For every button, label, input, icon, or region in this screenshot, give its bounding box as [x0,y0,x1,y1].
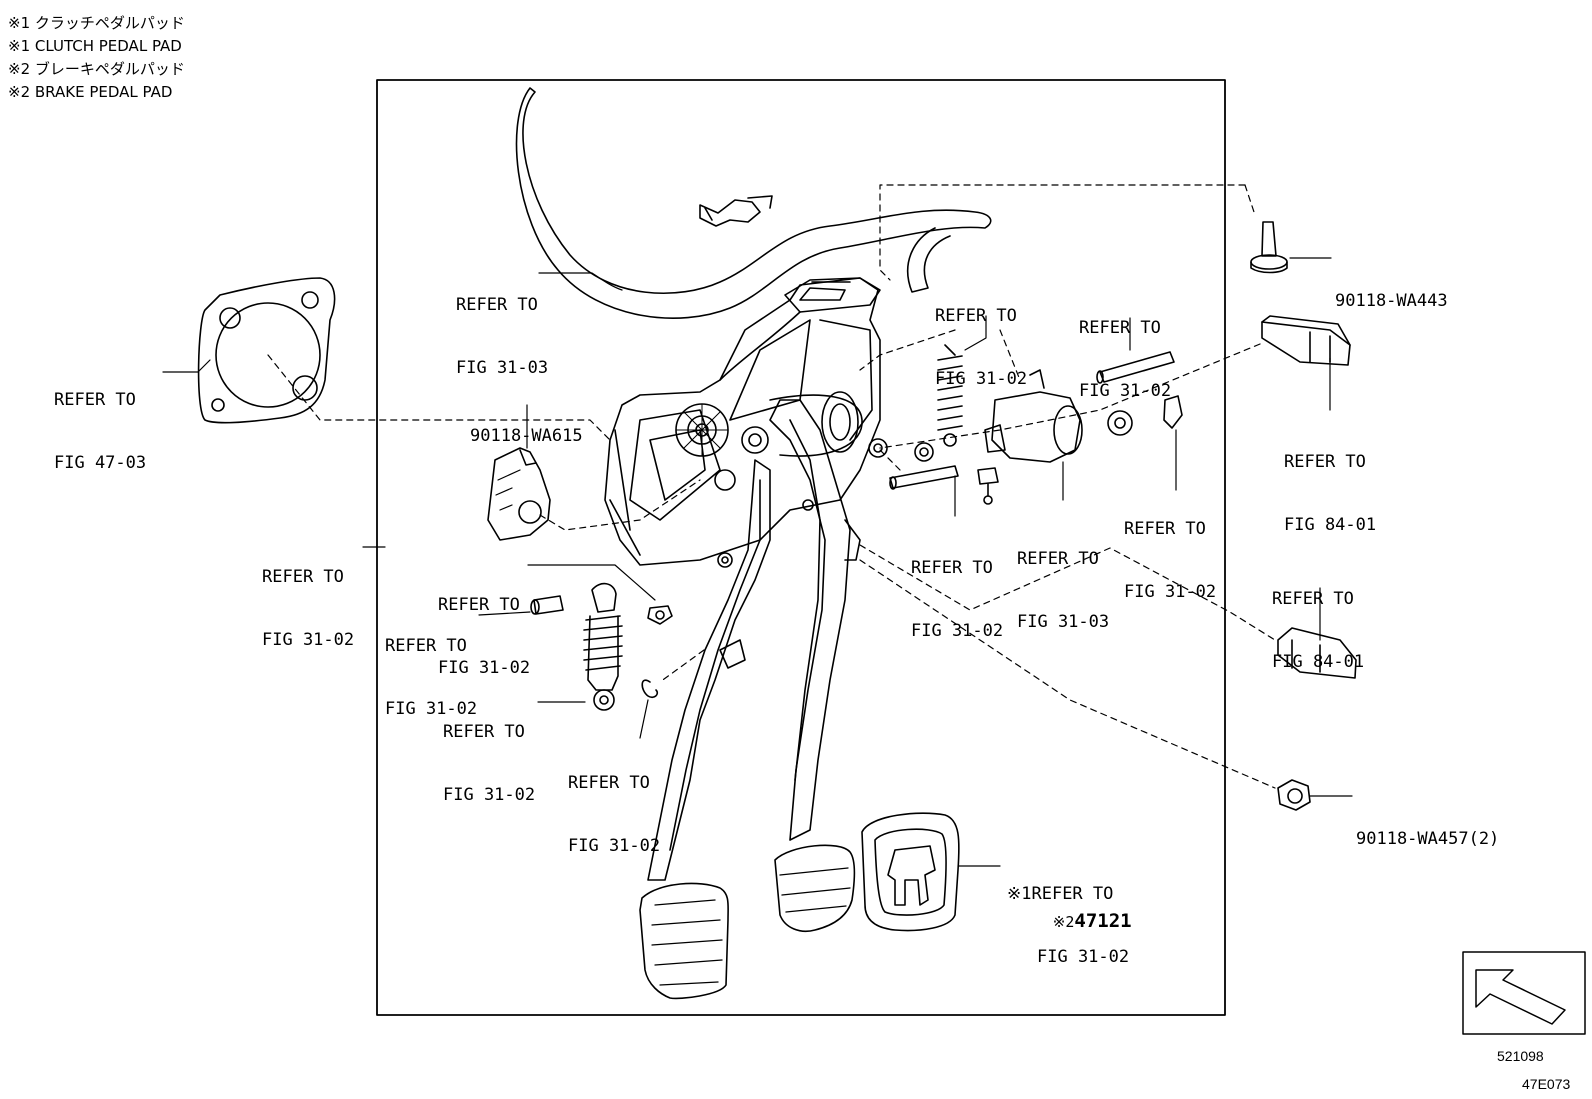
dashed-guides [267,184,1276,789]
callout-line: 90118-WA615 [470,426,583,446]
callout-pad-refer[interactable]: ※1REFER TO FIG 31-02 [1007,842,1129,1010]
callout-line: FIG 31-02 [1037,947,1130,967]
callout-line: FIG 31-02 [438,658,531,678]
callout-refer-fig-31-03-top[interactable]: REFER TO FIG 31-03 [456,253,548,421]
callout-line: FIG 31-02 [935,369,1028,389]
note-brake-pad-ja: ※2 ブレーキペダルパッド [8,60,185,78]
callout-line: REFER TO [935,306,1017,326]
note-clutch-pad-ja: ※1 クラッチペダルパッド [8,14,185,32]
callout-refer-fig-31-02-spring-top[interactable]: REFER TO FIG 31-02 [935,264,1027,432]
callout-line: REFER TO [1017,549,1099,569]
note-clutch-pad-en: ※1 CLUTCH PEDAL PAD [8,37,182,55]
pedal-pad-insert-icon [861,812,960,932]
clip-90118-wa443-icon [1250,221,1288,274]
callout-refer-fig-31-02-rod[interactable]: REFER TO FIG 31-02 [1079,276,1171,444]
callout-line: REFER TO [1124,519,1206,539]
callout-refer-fig-84-01-upper[interactable]: REFER TO FIG 84-01 [1284,410,1376,578]
callout-line: REFER TO [456,295,538,315]
pedal-bracket-icon [604,277,881,566]
figure-code: 47E073 [1522,1076,1571,1092]
callout-refer-fig-31-02-clip-right[interactable]: REFER TO FIG 31-02 [1124,477,1216,645]
callout-line: REFER TO [1284,452,1366,472]
callout-refer-fig-31-03-cylinder[interactable]: REFER TO FIG 31-03 [1017,507,1109,675]
brake-pedal-arm-icon [769,399,861,841]
clevis-pin-icon [530,595,564,615]
callout-line: FIG 31-03 [1017,612,1110,632]
pedal-pivot-icon [675,391,888,568]
clevis-icon [977,467,999,505]
callout-part-90118-wa457[interactable]: 90118-WA457(2) [1356,787,1499,892]
connector-lower-icon [1277,627,1357,679]
callout-refer-fig-31-02-left[interactable]: REFER TO FIG 31-02 [262,525,354,693]
callout-line: FIG 31-02 [443,785,536,805]
callout-part-90118-wa443[interactable]: 90118-WA443 [1335,249,1448,354]
callout-refer-fig-31-02-spring[interactable]: REFER TO FIG 31-02 [443,680,535,848]
callout-line: REFER TO [54,390,136,410]
clip-icon [641,679,659,699]
callout-line: FIG 31-02 [1079,381,1172,401]
gasket-icon [197,277,336,424]
callout-refer-fig-31-02-pin[interactable]: REFER TO FIG 31-02 [385,594,477,762]
brake-pedal-pad-icon [774,844,856,932]
callout-line: FIG 31-02 [568,836,661,856]
callout-refer-fig-84-01-lower[interactable]: REFER TO FIG 84-01 [1272,547,1364,715]
callout-line: REFER TO [262,567,344,587]
push-rod-icon [1096,351,1175,384]
callout-line: REFER TO [385,636,467,656]
callout-line: FIG 31-02 [262,630,355,650]
callout-line: REFER TO [443,722,525,742]
callout-line: FIG 84-01 [1284,515,1377,535]
callout-pad-part-number[interactable]: ※247121 [1007,890,1132,954]
callout-line: REFER TO [911,558,993,578]
callout-line: FIG 31-03 [456,358,549,378]
stop-lamp-switch-icon [487,447,551,541]
note-mark: ※1 [1007,884,1032,904]
clutch-pedal-arm-icon [647,459,771,881]
callout-refer-fig-31-02-pin-right[interactable]: REFER TO FIG 31-02 [911,516,1003,684]
callout-line: REFER TO [438,595,520,615]
clutch-master-cylinder-icon [984,369,1133,463]
callout-line: FIG 31-02 [911,621,1004,641]
illustration-code: 521098 [1497,1048,1544,1064]
clutch-pedal-pad-icon [639,882,729,1000]
note-mark: ※2 [1052,913,1075,931]
clip-small-icon [1163,395,1183,429]
callout-refer-fig-31-02-bushing[interactable]: REFER TO FIG 31-02 [438,553,530,721]
note-brake-pad-en: ※2 BRAKE PEDAL PAD [8,83,173,101]
bushing-small-icon [914,442,934,462]
callout-line: REFER TO [1272,589,1354,609]
leader-lines [162,257,1353,867]
callout-line: REFER TO [1031,884,1114,904]
front-direction-arrow-icon [1462,951,1586,1035]
connector-upper-icon [1261,315,1351,366]
callout-line: REFER TO [568,773,650,793]
assist-spring-icon [583,582,623,711]
hose-clamp-icon [699,195,773,227]
callout-line: REFER TO [1079,318,1161,338]
callout-line: FIG 31-02 [1124,582,1217,602]
callout-part-90118-wa615[interactable]: 90118-WA615 [470,384,583,489]
hose-icon [515,87,992,319]
callout-refer-fig-31-02-clip[interactable]: REFER TO FIG 31-02 [568,731,660,899]
return-spring-icon [937,344,963,447]
part-number: 47121 [1074,910,1132,932]
callout-line: 90118-WA443 [1335,291,1448,311]
callout-refer-fig-47-03[interactable]: REFER TO FIG 47-03 [54,348,146,516]
callout-line: FIG 47-03 [54,453,147,473]
nut-90118-wa457-icon [1277,779,1311,811]
callout-line: 90118-WA457(2) [1356,829,1500,849]
bushing-icon [647,605,673,625]
callout-line: FIG 84-01 [1272,652,1365,672]
pin-icon [889,465,959,490]
callout-line: FIG 31-02 [385,699,478,719]
